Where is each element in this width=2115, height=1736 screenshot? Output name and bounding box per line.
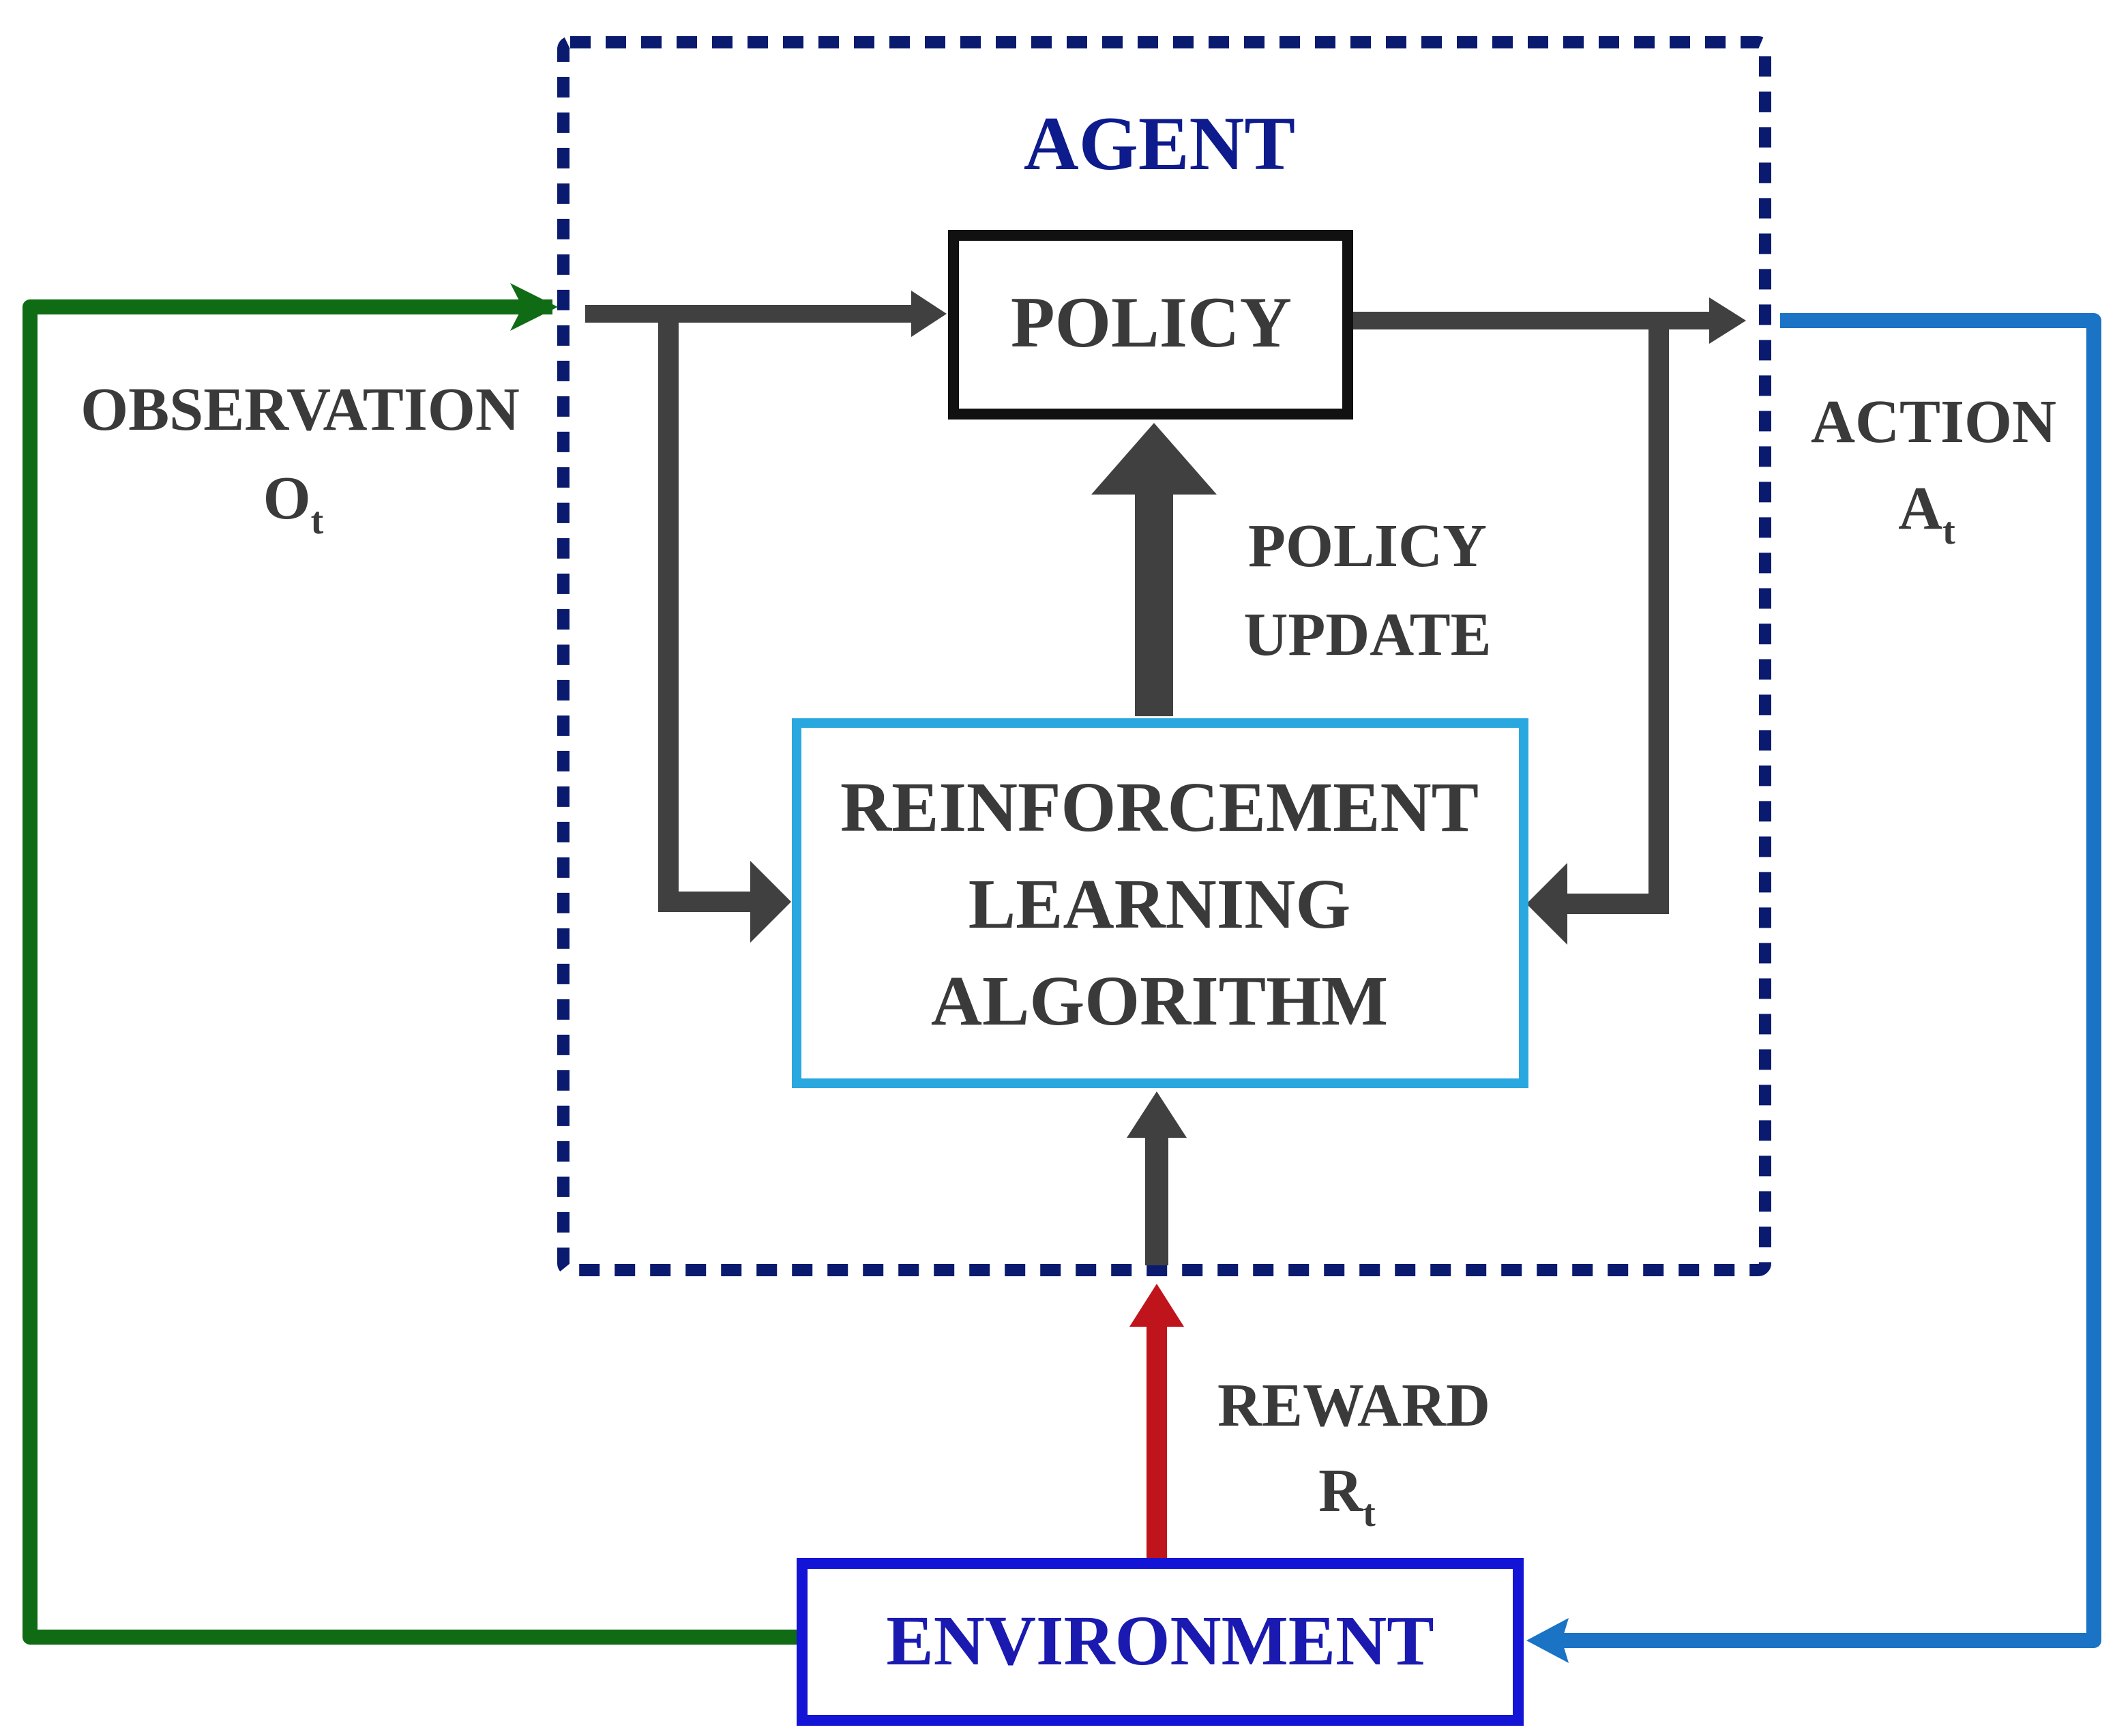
obs-to-rl-arrowhead	[750, 861, 791, 943]
rl-algorithm-box	[792, 718, 1528, 1088]
agent-boundary	[557, 36, 1771, 1276]
action-symbol-subscript: t	[1942, 510, 1955, 553]
action-symbol: At	[1898, 475, 1955, 553]
action-to-rl-arrowhead	[1526, 863, 1567, 945]
policy-label: POLICY	[1011, 282, 1292, 362]
reward-symbol-letter: R	[1318, 1457, 1363, 1525]
action-symbol-letter: A	[1898, 475, 1942, 542]
reward-to-rl-arrowhead	[1127, 1091, 1187, 1138]
observation-path	[23, 283, 798, 1645]
rl-algorithm-label-line3: ALGORITHM	[931, 962, 1388, 1040]
reward-label: REWARD	[1217, 1372, 1490, 1439]
observation-symbol-subscript: t	[311, 500, 324, 542]
action-label: ACTION	[1811, 388, 2056, 456]
reward-arrowhead	[1129, 1284, 1184, 1327]
action-path	[1562, 313, 2101, 1648]
rl-algorithm-label-line2: LEARNING	[968, 865, 1351, 943]
obs-to-policy-arrowhead	[911, 291, 947, 337]
policy-update-arrowhead	[1091, 423, 1217, 495]
action-arrowhead	[1526, 1618, 1569, 1663]
policy-to-action-arrowhead	[1709, 297, 1746, 344]
policy-update-label-line2: UPDATE	[1243, 601, 1491, 668]
environment-box	[797, 1558, 1524, 1726]
environment-label: ENVIRONMENT	[886, 1602, 1434, 1680]
policy-box	[948, 230, 1353, 420]
agent-title: AGENT	[1024, 102, 1295, 186]
reward-symbol-subscript: t	[1363, 1492, 1376, 1535]
observation-symbol: Ot	[263, 465, 324, 542]
observation-label: OBSERVATION	[80, 376, 520, 443]
policy-update-shaft	[1135, 481, 1173, 716]
policy-update-label-line1: POLICY	[1248, 512, 1487, 580]
reward-symbol: Rt	[1318, 1457, 1376, 1535]
rl-algorithm-label-line1: REINFORCEMENT	[840, 768, 1479, 847]
observation-symbol-letter: O	[263, 465, 311, 532]
